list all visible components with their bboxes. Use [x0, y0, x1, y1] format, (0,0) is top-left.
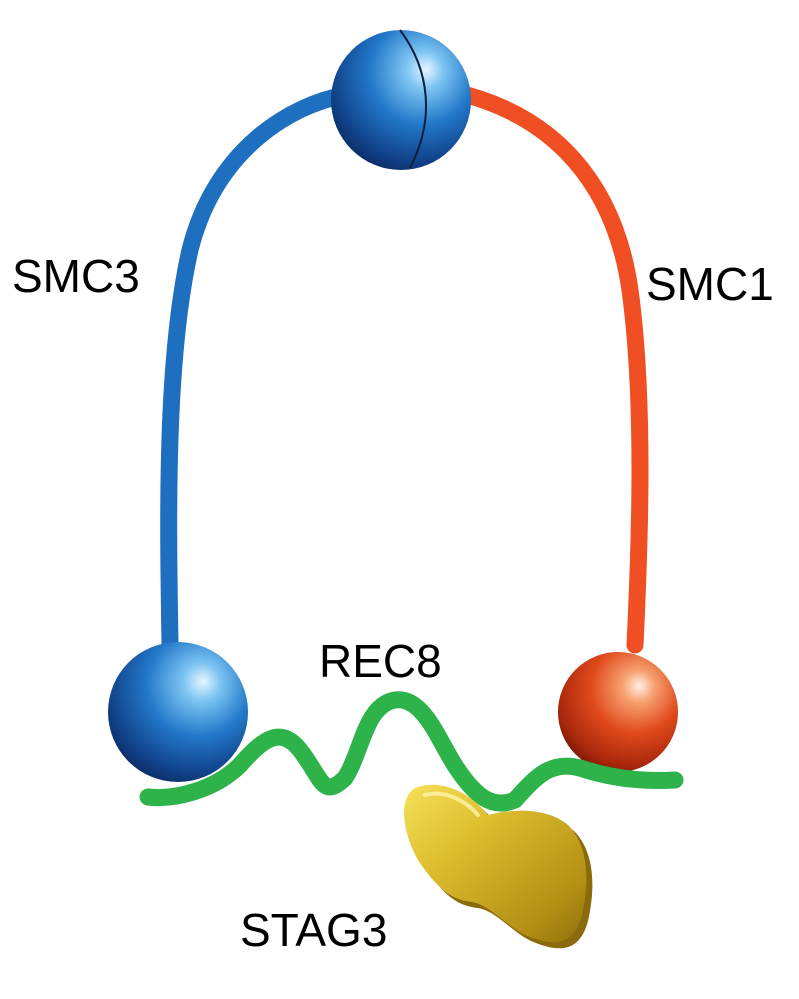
- stag3-subunit: [404, 784, 593, 949]
- rec8-label: REC8: [319, 635, 442, 687]
- stag3-label: STAG3: [240, 904, 387, 956]
- smc1-label: SMC1: [646, 258, 774, 310]
- smc1-head-domain: [558, 652, 678, 772]
- smc3-label: SMC3: [12, 250, 140, 302]
- smc3-head-domain: [108, 642, 248, 782]
- rec8-strand: [139, 691, 684, 812]
- hinge-domain: [331, 29, 471, 170]
- hinge-seam: [399, 29, 427, 169]
- smc1-arm: [446, 83, 649, 654]
- smc3-arm: [160, 86, 354, 654]
